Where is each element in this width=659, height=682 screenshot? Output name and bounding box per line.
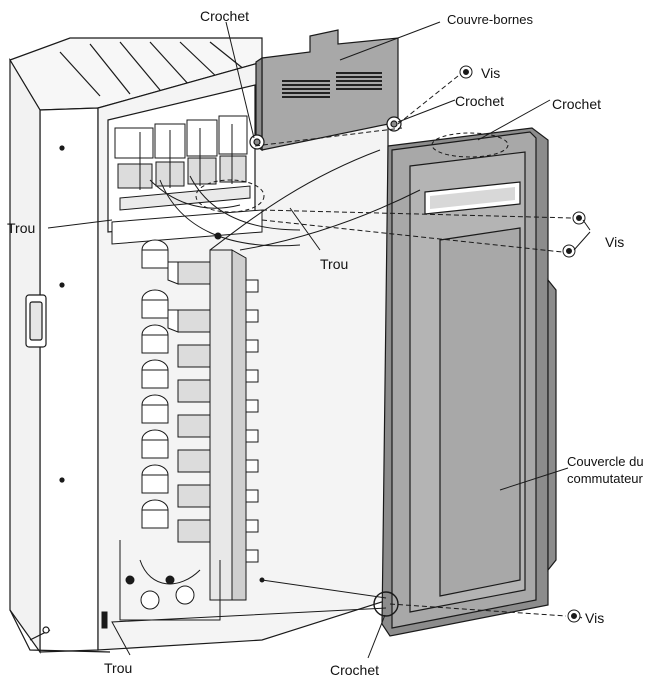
valve-4 [141,359,211,403]
valve-5 [141,394,211,438]
label-couvercle-line1: Couvercle du [567,454,644,469]
screw-right-lower [562,244,576,258]
label-crochet-bottom: Crochet [330,662,380,678]
screw-top [459,65,473,79]
label-trou-left: Trou [7,220,36,236]
assembly-guide-lines [254,75,573,617]
label-trou-bottom: Trou [104,660,133,676]
hook-highlight-left [195,179,265,213]
terminal-block-area [111,115,301,247]
valve-3 [141,324,211,368]
outdoor-unit-body [9,37,263,654]
screw-right-upper [572,211,586,225]
screw-bottom [567,609,581,623]
label-crochet-right: Crochet [552,96,602,112]
leader-lines [47,21,591,659]
switch-cover [381,127,557,637]
valve-7 [141,464,211,508]
label-crochet-mid: Crochet [455,93,505,109]
valve-column [101,232,265,629]
label-vis-top: Vis [481,65,501,81]
label-trou-mid: Trou [320,256,349,272]
hook-highlight-bottom [373,591,399,617]
label-couvercle-line2: commutateur [567,471,643,486]
valve-8 [141,499,211,543]
label-vis-bottom: Vis [585,610,605,626]
label-couvre-bornes: Couvre-bornes [447,12,533,27]
label-crochet-top: Crochet [200,8,250,24]
valve-2 [141,289,211,333]
label-vis-right: Vis [605,234,625,250]
hook-highlight-right [431,132,509,158]
terminal-cover [249,29,402,152]
valve-6 [141,429,211,473]
valve-1 [141,239,211,285]
